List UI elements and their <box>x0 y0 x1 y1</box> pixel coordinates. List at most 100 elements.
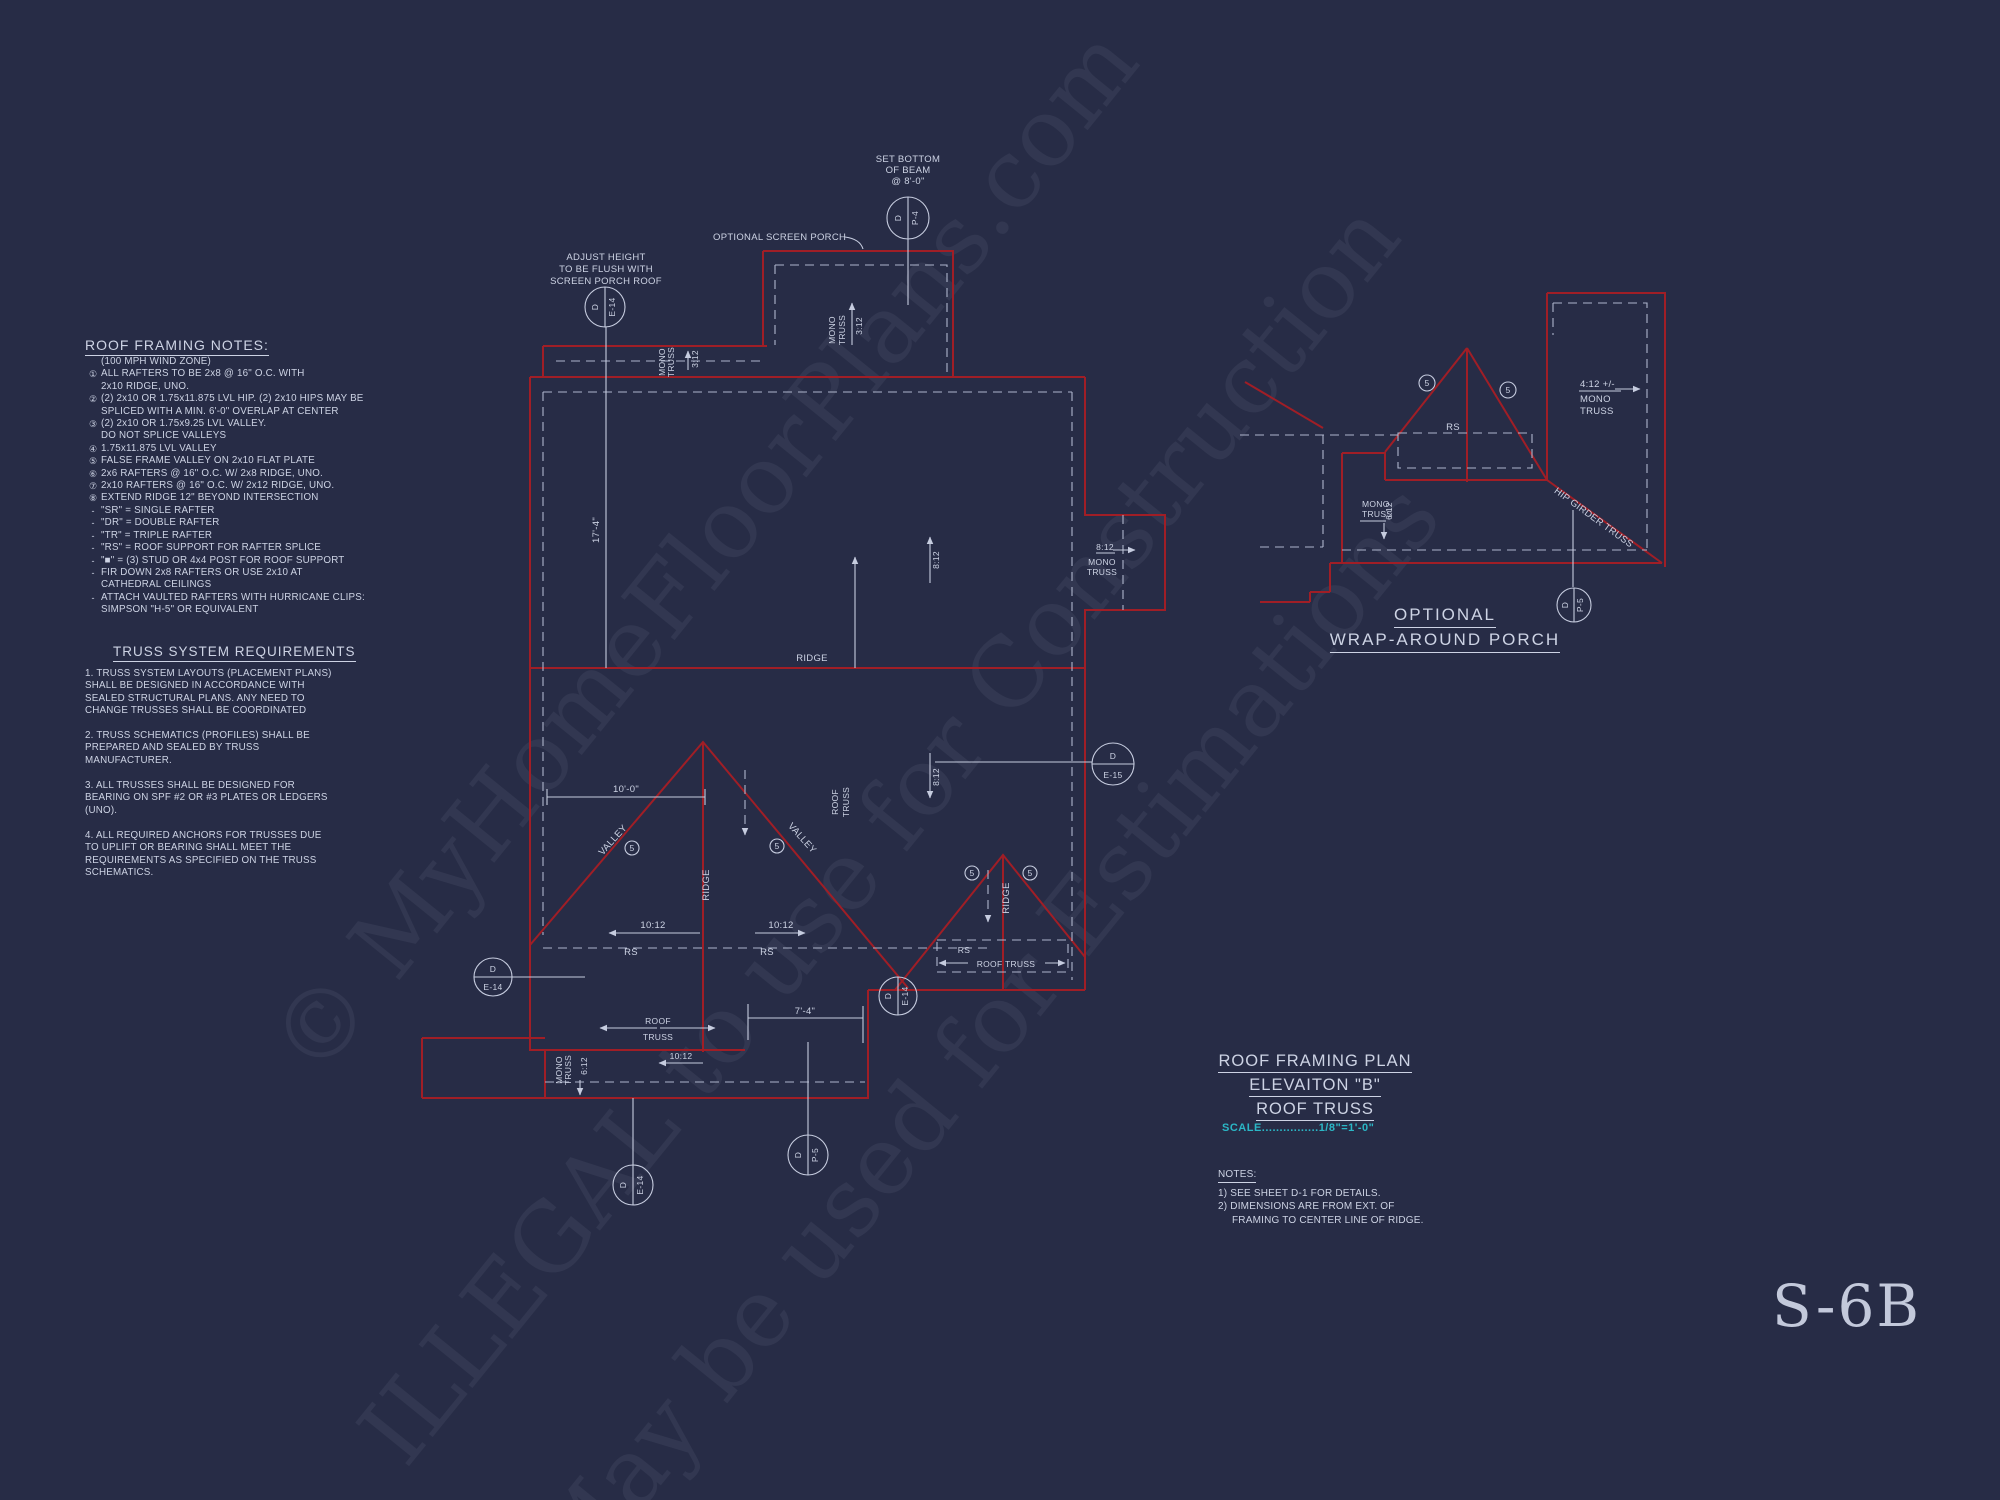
svg-text:E-14: E-14 <box>900 986 910 1005</box>
svg-text:TRUSS: TRUSS <box>563 1055 573 1085</box>
wrap-around-porch-drawing: RS 5 5 4:12 +/- MONO TRUSS MONO TRUSS 6:… <box>1240 292 1666 623</box>
truss-req-2: 2. TRUSS SCHEMATICS (PROFILES) SHALL BE … <box>85 730 310 766</box>
valley-label-right: VALLEY <box>785 821 818 856</box>
svg-text:5: 5 <box>1027 868 1032 878</box>
note-number: ⑤ <box>88 456 98 467</box>
svg-text:TRUSS: TRUSS <box>1087 567 1117 577</box>
svg-text:5: 5 <box>629 843 634 853</box>
porch-red-outline <box>1244 292 1666 603</box>
svg-text:TRUSS: TRUSS <box>666 347 676 377</box>
callout-detail-e14: D E-14 <box>473 957 513 997</box>
svg-text:D: D <box>1560 602 1570 608</box>
porch-mono-truss-label: MONO <box>827 316 837 344</box>
svg-text:5: 5 <box>1505 385 1510 395</box>
bottom-roof-truss-label: ROOF <box>645 1016 671 1026</box>
note-number: - <box>91 530 95 541</box>
dim-7-4: 7'-4" <box>795 1006 815 1017</box>
note-number: - <box>91 518 95 529</box>
keyed-note-5 <box>1499 381 1517 399</box>
svg-text:D: D <box>590 304 600 310</box>
porch-title-line2: WRAP-AROUND PORCH <box>1322 630 1568 653</box>
svg-text:D: D <box>883 993 893 999</box>
shoulder-mono-truss-label: MONO <box>657 348 667 376</box>
note-item: -"DR" = DOUBLE RAFTER <box>85 517 415 529</box>
callout-detail-p5: D P-5 <box>787 1134 829 1176</box>
callout-detail-p4: D P-4 <box>886 196 930 240</box>
svg-text:MONO: MONO <box>1580 394 1611 405</box>
note-item: -"SR" = SINGLE RAFTER <box>85 505 415 517</box>
svg-text:E-14: E-14 <box>607 297 617 316</box>
porch-dashed-lines <box>1240 302 1648 551</box>
note-number: ① <box>88 369 98 380</box>
rs-label: RS <box>760 947 774 958</box>
svg-text:6:12: 6:12 <box>1384 502 1394 520</box>
note-number <box>85 356 101 368</box>
svg-text:@ 8'-0": @ 8'-0" <box>891 176 924 187</box>
svg-text:E-14: E-14 <box>635 1175 645 1194</box>
bump-pitch-label: 8:12 <box>1096 542 1114 552</box>
note-item: -"RS" = ROOF SUPPORT FOR RAFTER SPLICE <box>85 542 415 554</box>
bottom-mono-truss-label: MONO <box>554 1056 564 1084</box>
svg-text:3:12: 3:12 <box>854 317 864 335</box>
note-number: ⑦ <box>88 481 98 492</box>
porch-mono-truss-6-12: MONO <box>1362 499 1390 509</box>
pitch-8-12: 8:12 <box>931 551 941 569</box>
plan-labels: SET BOTTOM OF BEAM @ 8'-0" ADJUST HEIGHT… <box>550 154 1117 1085</box>
roof-truss-direction-label: ROOF <box>830 789 840 815</box>
note-number: ④ <box>88 443 98 454</box>
note-number: - <box>91 555 95 566</box>
scale-note: SCALE................1/8"=1'-0" <box>1222 1122 1375 1134</box>
svg-text:TRUSS: TRUSS <box>643 1032 673 1042</box>
svg-text:TO BE FLUSH WITH: TO BE FLUSH WITH <box>559 264 653 275</box>
porch-mono-truss-pitch: 4:12 +/- <box>1580 379 1615 390</box>
svg-text:5: 5 <box>969 868 974 878</box>
plan-title-line3: ROOF TRUSS <box>1256 1100 1374 1121</box>
rs-label: RS <box>624 947 638 958</box>
plan-title-line2: ELEVAITON "B" <box>1249 1076 1381 1097</box>
red-roof-outline <box>421 250 1166 1099</box>
svg-text:E-15: E-15 <box>1103 770 1122 780</box>
note-item: -ATTACH VAULTED RAFTERS WITH HURRICANE C… <box>85 592 415 617</box>
svg-text:5: 5 <box>774 841 779 851</box>
valley-label-left: VALLEY <box>597 823 630 858</box>
pitch-10-12: 10:12 <box>670 1051 693 1061</box>
gable2-ridge-label: RIDGE <box>1001 882 1012 914</box>
svg-text:E-14: E-14 <box>483 982 502 992</box>
roof-framing-notes-title: ROOF FRAMING NOTES: <box>85 337 269 356</box>
callout-detail-e14: D E-14 <box>878 976 918 1016</box>
svg-text:D: D <box>793 1152 803 1158</box>
callout-detail-e15: D E-15 <box>1091 742 1135 786</box>
truss-req-3: 3. ALL TRUSSES SHALL BE DESIGNED FOR BEA… <box>85 780 328 816</box>
sheet-note-1: 1) SEE SHEET D-1 FOR DETAILS. <box>1218 1187 1381 1199</box>
svg-text:D: D <box>490 964 496 974</box>
pitch-8-12: 8:12 <box>931 768 941 786</box>
keyed-note-5 <box>1418 374 1436 392</box>
svg-text:6:12: 6:12 <box>579 1057 589 1075</box>
dim-10-0: 10'-0" <box>613 784 639 795</box>
pitch-10-12: 10:12 <box>640 920 665 931</box>
note-number: ③ <box>88 419 98 430</box>
callout-detail-e14: D E-14 <box>584 286 626 328</box>
main-ridge-label: RIDGE <box>796 653 828 664</box>
truss-requirements-title: TRUSS SYSTEM REQUIREMENTS <box>113 644 356 662</box>
keyed-note-5 <box>1022 865 1038 881</box>
note-item: ③(2) 2x10 OR 1.75x9.25 LVL VALLEY.DO NOT… <box>85 418 415 443</box>
svg-text:5: 5 <box>1424 378 1429 388</box>
pitch-10-12: 10:12 <box>768 920 793 931</box>
beam-note: SET BOTTOM <box>876 154 940 165</box>
sheet-note-2b: FRAMING TO CENTER LINE OF RIDGE. <box>1232 1214 1424 1226</box>
note-number: - <box>91 543 95 554</box>
svg-text:TRUSS: TRUSS <box>1580 406 1614 417</box>
sheet-number: S-6B <box>1772 1272 1921 1340</box>
note-number: ⑥ <box>88 468 98 479</box>
adjust-height-note: ADJUST HEIGHT <box>566 252 645 263</box>
svg-text:D: D <box>893 215 903 221</box>
optional-screen-porch-label: OPTIONAL SCREEN PORCH <box>713 232 846 243</box>
gable2-roof-truss-label: ROOF TRUSS <box>977 959 1036 969</box>
